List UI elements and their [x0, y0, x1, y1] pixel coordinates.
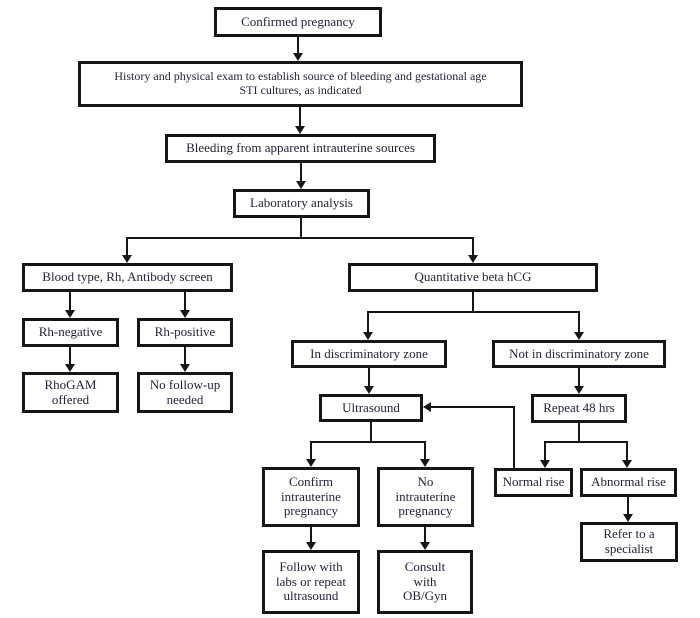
connector-noiup-to-consult-line: [424, 527, 426, 543]
connector-lab-to-bloodtype-arrow-icon: [122, 255, 132, 263]
connector-hcg-to-inzone-line: [367, 313, 369, 333]
connector-inzone-to-ultrasound-arrow-icon: [364, 386, 374, 394]
connector-abnormal-to-refer-line: [627, 497, 629, 515]
connector-lab-to-hcg-arrow-icon: [468, 255, 478, 263]
connector-repeat-to-abnormal-arrow-icon: [622, 460, 632, 468]
connector-bloodtype-to-rhneg-line: [69, 292, 71, 311]
connector-normalrise-to-ultrasound-vertical: [513, 406, 515, 468]
node-repeat-48-hrs: Repeat 48 hrs: [531, 394, 627, 423]
node-refer-specialist: Refer to a specialist: [580, 522, 678, 562]
connector-ultrasound-split-horizontal: [310, 441, 426, 443]
connector-ultrasound-to-confirm-line: [310, 443, 312, 460]
connector-bloodtype-to-rhpos-line: [184, 292, 186, 311]
node-quantitative-beta-hcg: Quantitative beta hCG: [348, 263, 598, 292]
connector-confirm-to-follow-arrow-icon: [306, 542, 316, 550]
connector-hcg-split-stem: [472, 292, 474, 313]
connector-repeat-to-normal-line: [544, 443, 546, 460]
connector-normalrise-to-ultrasound-horizontal: [430, 406, 515, 408]
node-laboratory-analysis: Laboratory analysis: [233, 189, 370, 218]
connector-lab-to-bloodtype-line: [126, 239, 128, 255]
node-in-discriminatory-zone: In discriminatory zone: [291, 340, 447, 368]
node-no-intrauterine: No intrauterine pregnancy: [377, 467, 474, 527]
node-rh-negative: Rh-negative: [22, 318, 119, 347]
connector-history-to-bleeding-line: [299, 107, 301, 127]
node-no-follow-up: No follow-up needed: [137, 372, 233, 413]
node-consult-obgyn: Consult with OB/Gyn: [377, 550, 473, 614]
connector-hcg-to-inzone-arrow-icon: [363, 332, 373, 340]
connector-repeat-split-horizontal: [544, 441, 628, 443]
connector-ultrasound-split-stem: [370, 422, 372, 443]
connector-bleeding-to-lab-line: [300, 163, 302, 182]
connector-ultrasound-to-noiup-line: [424, 443, 426, 460]
node-rhogam-offered: RhoGAM offered: [22, 372, 119, 413]
connector-notinzone-to-repeat-line: [578, 368, 580, 387]
connector-repeat-to-normal-arrow-icon: [540, 460, 550, 468]
connector-lab-to-hcg-line: [472, 239, 474, 255]
connector-bleeding-to-lab-arrow-icon: [296, 181, 306, 189]
connector-confirmed-to-history-arrow-icon: [293, 53, 303, 61]
node-follow-labs-ultrasound: Follow with labs or repeat ultrasound: [262, 550, 360, 614]
node-confirmed-pregnancy: Confirmed pregnancy: [214, 7, 382, 37]
connector-inzone-to-ultrasound-line: [368, 368, 370, 387]
connector-lab-split-stem: [300, 218, 302, 238]
connector-history-to-bleeding-arrow-icon: [295, 126, 305, 134]
connector-abnormal-to-refer-arrow-icon: [623, 514, 633, 522]
node-not-in-discriminatory-zone: Not in discriminatory zone: [492, 340, 666, 368]
node-ultrasound: Ultrasound: [319, 394, 423, 422]
node-bleeding-intrauterine: Bleeding from apparent intrauterine sour…: [165, 134, 436, 163]
connector-rhneg-to-rhogam-line: [69, 347, 71, 365]
connector-lab-split-horizontal: [126, 237, 474, 239]
node-confirm-intrauterine: Confirm intrauterine pregnancy: [262, 467, 360, 527]
node-abnormal-rise: Abnormal rise: [580, 468, 677, 497]
connector-hcg-to-notinzone-line: [578, 313, 580, 333]
connector-rhpos-to-nofollowup-line: [184, 347, 186, 365]
connector-hcg-split-horizontal: [367, 311, 580, 313]
node-normal-rise: Normal rise: [494, 468, 573, 497]
node-rh-positive: Rh-positive: [137, 318, 233, 347]
node-history-exam: History and physical exam to establish s…: [78, 61, 523, 107]
connector-ultrasound-to-confirm-arrow-icon: [306, 459, 316, 467]
connector-repeat-to-abnormal-line: [626, 443, 628, 460]
connector-confirm-to-follow-line: [310, 527, 312, 543]
node-blood-type-screen: Blood type, Rh, Antibody screen: [22, 263, 233, 292]
connector-hcg-to-notinzone-arrow-icon: [574, 332, 584, 340]
connector-noiup-to-consult-arrow-icon: [420, 542, 430, 550]
connector-bloodtype-to-rhpos-arrow-icon: [180, 310, 190, 318]
connector-bloodtype-to-rhneg-arrow-icon: [65, 310, 75, 318]
connector-rhpos-to-nofollowup-arrow-icon: [180, 364, 190, 372]
connector-notinzone-to-repeat-arrow-icon: [574, 386, 584, 394]
connector-confirmed-to-history-line: [297, 37, 299, 54]
connector-ultrasound-to-noiup-arrow-icon: [420, 459, 430, 467]
connector-normalrise-to-ultrasound-arrow-icon: [423, 402, 431, 412]
connector-rhneg-to-rhogam-arrow-icon: [65, 364, 75, 372]
connector-repeat-split-stem: [578, 423, 580, 442]
